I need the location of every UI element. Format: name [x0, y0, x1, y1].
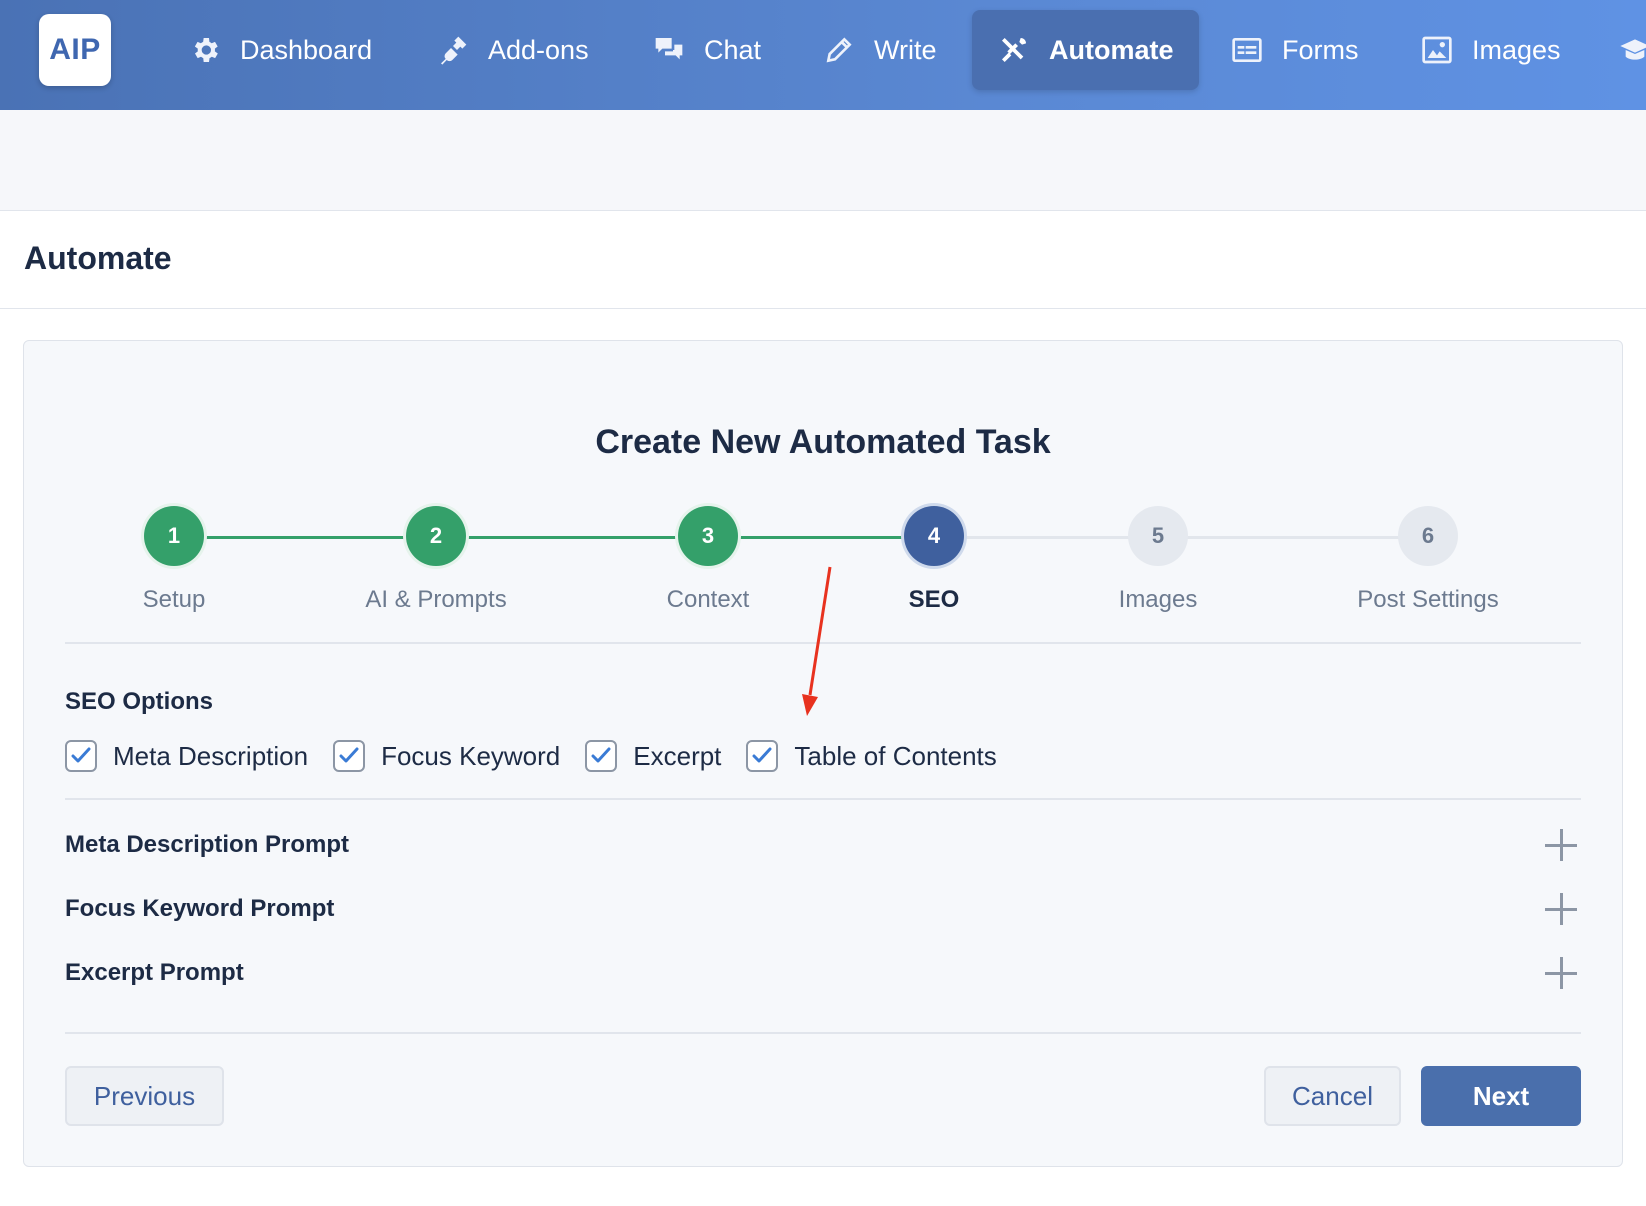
checkmark-icon [591, 747, 611, 763]
prompt-label: Excerpt Prompt [65, 959, 244, 986]
app-logo[interactable]: AIP [39, 14, 111, 86]
next-button[interactable]: Next [1421, 1066, 1581, 1126]
step-connector [436, 536, 708, 539]
checkmark-icon [71, 747, 91, 763]
top-navigation: AIP Dashboard Add-ons Chat Write Automat… [0, 0, 1646, 110]
wizard-title: Create New Automated Task [595, 423, 1051, 461]
step-3-circle[interactable]: 3 [678, 506, 738, 566]
nav-item-write[interactable]: Write [822, 10, 937, 90]
step-3-label: Context [666, 586, 750, 613]
plus-icon[interactable] [1545, 829, 1577, 861]
checkmark-icon [752, 747, 772, 763]
meta-description-prompt-toggle[interactable]: Meta Description Prompt [65, 825, 1581, 865]
checkbox-box[interactable] [746, 740, 779, 772]
step-1-circle[interactable]: 1 [144, 506, 204, 566]
seo-options-group: Meta Description Focus Keyword Excerpt T… [65, 738, 1022, 774]
excerpt-prompt-toggle[interactable]: Excerpt Prompt [65, 953, 1581, 993]
graduation-cap-icon [1618, 33, 1646, 67]
plug-icon [436, 33, 470, 67]
prompt-label: Meta Description Prompt [65, 831, 350, 858]
chat-bubbles-icon [652, 33, 686, 67]
divider [65, 642, 1581, 644]
wizard-card [23, 340, 1623, 1167]
plus-icon[interactable] [1545, 957, 1577, 989]
nav-label: Automate [1049, 34, 1174, 65]
prompt-label: Focus Keyword Prompt [65, 895, 335, 922]
divider [65, 1032, 1581, 1034]
previous-button[interactable]: Previous [65, 1066, 224, 1126]
focus-keyword-prompt-toggle[interactable]: Focus Keyword Prompt [65, 889, 1581, 929]
step-2-circle[interactable]: 2 [406, 506, 466, 566]
step-connector [708, 536, 934, 539]
checkbox-box[interactable] [585, 740, 618, 772]
checkbox-meta-description[interactable]: Meta Description [65, 740, 308, 772]
checkbox-table-of-contents[interactable]: Table of Contents [746, 740, 997, 772]
step-1-label: Setup [142, 586, 206, 613]
nav-label: Add-ons [488, 34, 589, 65]
divider [65, 798, 1581, 800]
tools-icon [997, 33, 1031, 67]
gear-icon [188, 33, 222, 67]
cancel-button[interactable]: Cancel [1264, 1066, 1401, 1126]
nav-label: Dashboard [240, 34, 373, 65]
step-connector [934, 536, 1158, 539]
checkbox-label: Table of Contents [794, 740, 997, 771]
checkbox-label: Meta Description [113, 740, 309, 771]
seo-options-heading: SEO Options [65, 688, 214, 715]
checkmark-icon [339, 747, 359, 763]
nav-item-more[interactable] [1618, 10, 1646, 90]
page-title: Automate [24, 240, 172, 276]
nav-label: Images [1472, 34, 1561, 65]
nav-item-images[interactable]: Images [1420, 10, 1561, 90]
pencil-icon [822, 33, 856, 67]
nav-item-forms[interactable]: Forms [1230, 10, 1359, 90]
plus-icon[interactable] [1545, 893, 1577, 925]
step-5-label: Images [1118, 586, 1198, 613]
nav-item-automate[interactable]: Automate [972, 10, 1199, 90]
nav-item-chat[interactable]: Chat [652, 10, 761, 90]
checkbox-label: Focus Keyword [381, 740, 561, 771]
checkbox-focus-keyword[interactable]: Focus Keyword [333, 740, 560, 772]
image-icon [1420, 33, 1454, 67]
sub-header-bar [0, 110, 1646, 211]
nav-label: Forms [1282, 34, 1359, 65]
checkbox-box[interactable] [333, 740, 366, 772]
checkbox-box[interactable] [65, 740, 97, 772]
checkbox-excerpt[interactable]: Excerpt [585, 740, 721, 772]
form-icon [1230, 33, 1264, 67]
divider [0, 308, 1646, 309]
step-5-circle[interactable]: 5 [1128, 506, 1188, 566]
step-2-label: AI & Prompts [365, 586, 507, 613]
nav-label: Write [874, 34, 937, 65]
step-connector [174, 536, 436, 539]
nav-item-dashboard[interactable]: Dashboard [188, 10, 372, 90]
nav-item-add-ons[interactable]: Add-ons [436, 10, 589, 90]
step-4-circle[interactable]: 4 [904, 506, 964, 566]
step-6-circle[interactable]: 6 [1398, 506, 1458, 566]
step-6-label: Post Settings [1357, 586, 1499, 613]
nav-label: Chat [704, 34, 762, 65]
checkbox-label: Excerpt [633, 740, 722, 771]
step-4-label: SEO [908, 586, 960, 613]
step-connector [1158, 536, 1428, 539]
